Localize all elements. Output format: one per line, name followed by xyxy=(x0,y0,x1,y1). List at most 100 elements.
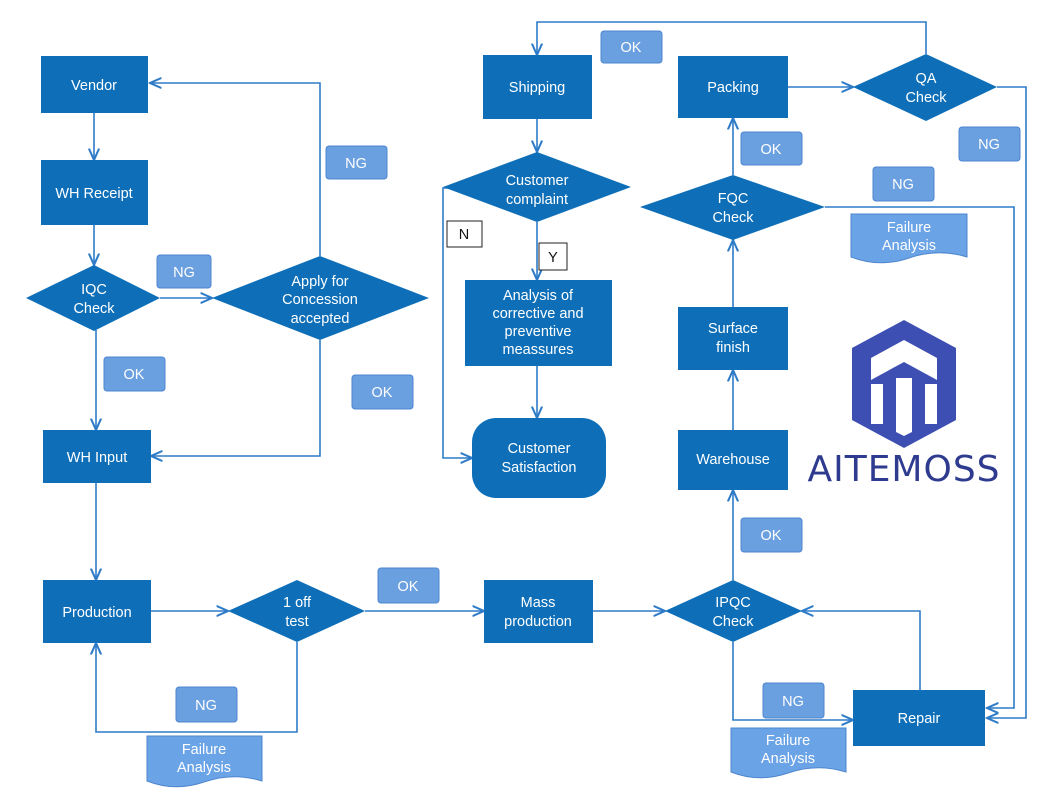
branch-label-y: Y xyxy=(538,242,568,271)
ok-tag-iqc-label: OK xyxy=(124,367,145,383)
branch-label-y-text: Y xyxy=(548,250,558,266)
aitemoss-logo-mark xyxy=(852,320,956,448)
ng-tag-qa: NG xyxy=(958,126,1021,162)
one-off-test-node: 1 off test xyxy=(228,580,365,642)
ipqc-check-label-2: Check xyxy=(712,614,754,630)
ng-tag-concession-label: NG xyxy=(345,156,367,172)
failure-analysis-production-label-2: Analysis xyxy=(177,760,231,776)
analysis-node: Analysis of corrective and preventive me… xyxy=(465,280,612,366)
shipping-node: Shipping xyxy=(483,55,592,119)
apply-concession-label-1: Apply for xyxy=(291,274,348,290)
ok-tag-concession: OK xyxy=(351,374,414,410)
analysis-label-2: corrective and xyxy=(492,306,583,322)
wh-input-label: WH Input xyxy=(67,450,127,466)
mass-production-node: Mass production xyxy=(484,580,593,643)
aitemoss-logo: AITEMOSS xyxy=(807,320,1000,490)
analysis-label-3: preventive xyxy=(505,324,572,340)
ok-tag-top: OK xyxy=(600,30,663,64)
surface-finish-node: Surface finish xyxy=(678,307,788,370)
fqc-check-node: FQC Check xyxy=(640,175,825,240)
ipqc-check-label-1: IPQC xyxy=(715,595,750,611)
failure-analysis-doc-fqc: Failure Analysis xyxy=(850,213,968,264)
ok-tag-ipqc-label: OK xyxy=(761,528,782,544)
qa-check-label-1: QA xyxy=(916,71,937,87)
edge-qa-ok-to-shipping xyxy=(537,21,927,55)
branch-label-n-text: N xyxy=(459,227,469,243)
edges xyxy=(94,21,1027,733)
warehouse-node: Warehouse xyxy=(678,430,788,490)
qa-check-node: QA Check xyxy=(853,54,997,121)
analysis-label-1: Analysis of xyxy=(503,288,574,304)
customer-complaint-node: Customer complaint xyxy=(443,152,631,222)
packing-label: Packing xyxy=(707,80,759,96)
ng-tag-ipqc-label: NG xyxy=(782,694,804,710)
edge-qa-ng-to-repair xyxy=(987,86,1027,718)
customer-complaint-label-2: complaint xyxy=(506,192,568,208)
ok-tag-top-label: OK xyxy=(621,40,642,56)
ng-tag-fqc-label: NG xyxy=(892,177,914,193)
repair-node: Repair xyxy=(853,690,985,746)
ng-tag-fqc: NG xyxy=(872,166,935,202)
vendor-node: Vendor xyxy=(41,56,148,113)
edge-ipqc-ng-to-repair xyxy=(732,642,853,720)
ok-tag-ipqc: OK xyxy=(740,517,803,553)
ng-tag-concession: NG xyxy=(325,145,388,180)
ng-tag-iqc: NG xyxy=(156,254,212,289)
one-off-test-label-2: test xyxy=(285,614,308,630)
repair-label: Repair xyxy=(898,711,941,727)
edge-repair-to-ipqc xyxy=(802,611,921,690)
production-label: Production xyxy=(62,605,131,621)
iqc-check-node: IQC Check xyxy=(26,265,160,331)
mass-production-label-1: Mass xyxy=(521,595,556,611)
ng-tag-iqc-label: NG xyxy=(173,265,195,281)
failure-analysis-production-label-1: Failure xyxy=(182,742,226,758)
failure-analysis-doc-ipqc: Failure Analysis xyxy=(730,727,847,779)
ok-tag-fqc-label: OK xyxy=(761,142,782,158)
surface-finish-label-1: Surface xyxy=(708,321,758,337)
edge-test-ng-to-production xyxy=(96,642,298,733)
ipqc-check-node: IPQC Check xyxy=(665,580,802,642)
failure-analysis-fqc-label-1: Failure xyxy=(887,220,931,236)
wh-input-node: WH Input xyxy=(43,430,151,483)
production-node: Production xyxy=(43,580,151,643)
packing-node: Packing xyxy=(678,56,788,118)
failure-analysis-ipqc-label-1: Failure xyxy=(766,733,810,749)
customer-satisfaction-label-1: Customer xyxy=(508,441,571,457)
mass-production-label-2: production xyxy=(504,614,572,630)
edge-concession-ng-to-vendor xyxy=(150,83,321,256)
surface-finish-label-2: finish xyxy=(716,340,750,356)
brand-name: AITEMOSS xyxy=(807,449,1000,490)
analysis-label-4: meassures xyxy=(503,342,574,358)
customer-satisfaction-label-2: Satisfaction xyxy=(502,460,577,476)
ok-tag-iqc: OK xyxy=(103,356,166,392)
apply-concession-label-2: Concession xyxy=(282,292,358,308)
fqc-check-label-1: FQC xyxy=(718,191,749,207)
failure-analysis-fqc-label-2: Analysis xyxy=(882,238,936,254)
ng-tag-qa-label: NG xyxy=(978,137,1000,153)
edge-concession-ok-to-wh-input xyxy=(151,340,321,456)
shipping-label: Shipping xyxy=(509,80,565,96)
ng-tag-test-label: NG xyxy=(195,698,217,714)
wh-receipt-label: WH Receipt xyxy=(55,186,132,202)
qa-check-label-2: Check xyxy=(905,90,947,106)
ok-tag-test: OK xyxy=(377,567,440,604)
vendor-label: Vendor xyxy=(71,78,117,94)
ng-tag-test: NG xyxy=(175,686,238,723)
customer-complaint-label-1: Customer xyxy=(506,173,569,189)
failure-analysis-doc-production: Failure Analysis xyxy=(146,735,263,788)
warehouse-label: Warehouse xyxy=(696,452,770,468)
ok-tag-concession-label: OK xyxy=(372,385,393,401)
ok-tag-fqc: OK xyxy=(740,131,803,166)
ok-tag-test-label: OK xyxy=(398,579,419,595)
iqc-check-label-1: IQC xyxy=(81,282,107,298)
customer-satisfaction-node: Customer Satisfaction xyxy=(472,418,606,498)
ng-tag-ipqc: NG xyxy=(762,682,825,719)
failure-analysis-ipqc-label-2: Analysis xyxy=(761,751,815,767)
apply-concession-label-3: accepted xyxy=(291,311,350,327)
edge-fqc-ng-to-repair xyxy=(825,206,1015,708)
one-off-test-label-1: 1 off xyxy=(283,595,312,611)
branch-label-n: N xyxy=(446,220,483,248)
apply-concession-node: Apply for Concession accepted xyxy=(212,256,429,340)
